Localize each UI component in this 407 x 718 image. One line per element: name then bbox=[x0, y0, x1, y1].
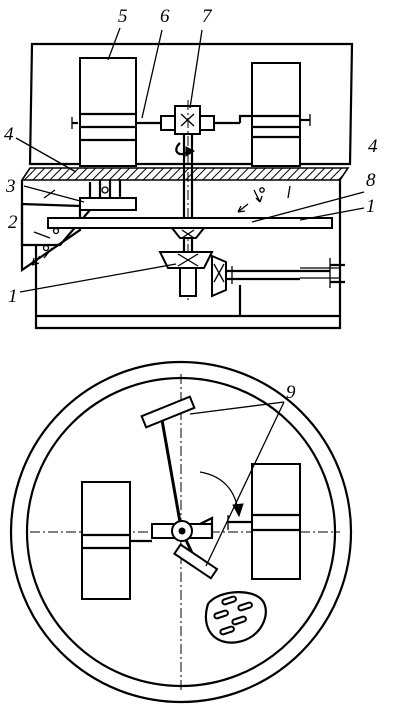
elevation-view bbox=[15, 27, 365, 330]
bevel-gear-drive bbox=[158, 227, 227, 298]
upper-housing bbox=[28, 42, 354, 166]
callout-9: 9 bbox=[286, 382, 296, 403]
callout-4-right: 4 bbox=[368, 136, 378, 157]
hub-plan bbox=[151, 516, 214, 542]
callout-8: 8 bbox=[366, 170, 376, 191]
left-roll bbox=[79, 57, 137, 167]
drive-shaft bbox=[226, 266, 330, 316]
scraper-block bbox=[79, 180, 137, 211]
turntable-plate bbox=[47, 217, 333, 229]
flow-arrows bbox=[43, 185, 291, 213]
discharge-chute bbox=[20, 202, 82, 273]
right-roll bbox=[251, 62, 301, 167]
callout-5: 5 bbox=[118, 6, 128, 27]
material-patch bbox=[204, 591, 267, 644]
leader-lines-plan bbox=[189, 401, 285, 567]
callout-1-left: 1 bbox=[8, 286, 18, 307]
callout-2: 2 bbox=[8, 212, 18, 233]
right-roll-plan bbox=[227, 463, 301, 580]
callouts: 5 6 7 4 4 3 8 1 2 1 9 bbox=[4, 6, 378, 403]
leader-lines bbox=[15, 27, 365, 293]
rotation-arc bbox=[199, 471, 244, 518]
scraper-arm bbox=[140, 395, 219, 580]
plan-view bbox=[9, 360, 353, 704]
callout-3: 3 bbox=[5, 176, 16, 197]
callout-7: 7 bbox=[202, 6, 213, 27]
left-roll-plan bbox=[81, 481, 152, 600]
callout-1-right: 1 bbox=[366, 196, 376, 217]
callout-4-left: 4 bbox=[4, 124, 14, 145]
callout-6: 6 bbox=[160, 6, 170, 27]
